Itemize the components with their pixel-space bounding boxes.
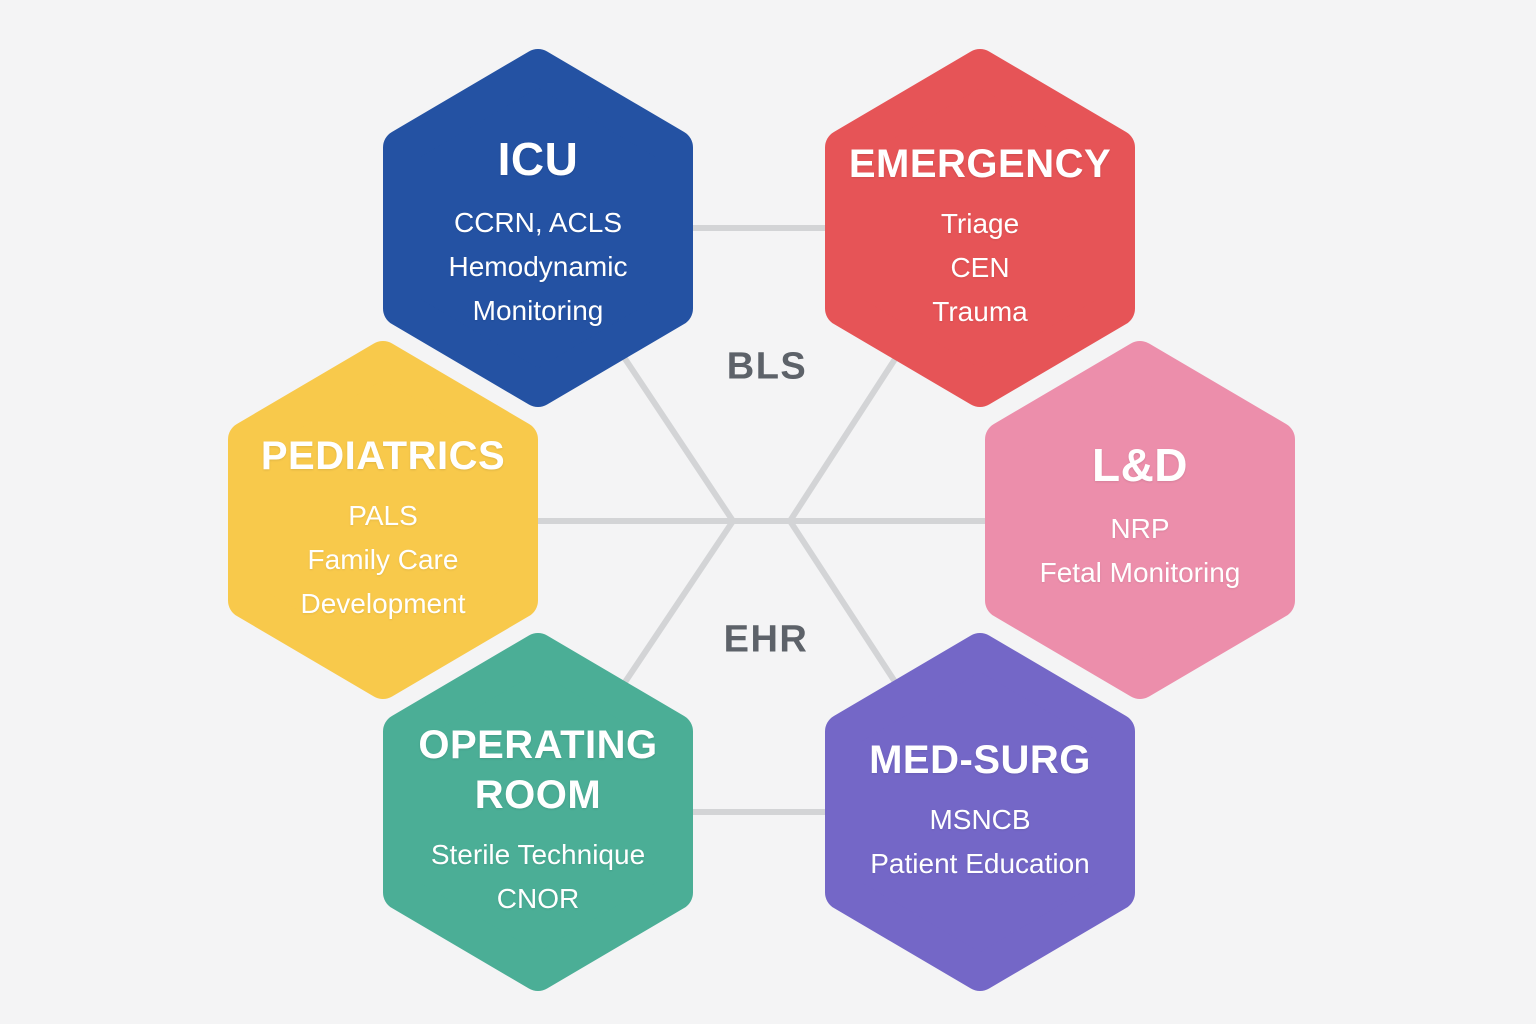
hexagon-operating-room (383, 633, 693, 991)
hexagons (228, 49, 1295, 991)
hexagon-icu (383, 49, 693, 407)
hexagon-emergency (825, 49, 1135, 407)
hexagon-med-surg (825, 633, 1135, 991)
hexagon-pediatrics (228, 341, 538, 699)
hexagon-labor-delivery (985, 341, 1295, 699)
center-label-ehr: EHR (723, 618, 809, 661)
center-label-bls: BLS (726, 345, 808, 388)
